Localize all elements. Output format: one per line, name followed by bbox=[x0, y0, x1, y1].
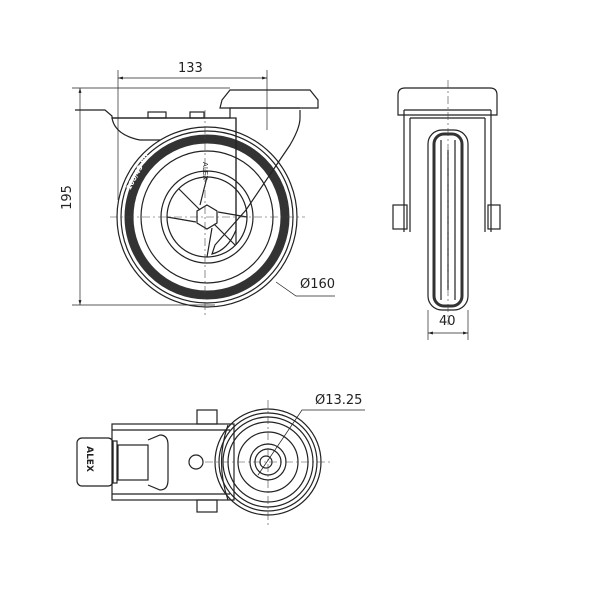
dimension-40: 40 bbox=[439, 314, 456, 329]
axle-bolt-left bbox=[392, 204, 408, 230]
side-view bbox=[72, 70, 335, 315]
bottom-view bbox=[76, 400, 365, 525]
leader-13-25 bbox=[257, 409, 365, 476]
dimension-133: 133 bbox=[178, 61, 203, 76]
axle-nut bbox=[196, 204, 218, 230]
top-plate bbox=[219, 89, 319, 109]
axle-bolt-right bbox=[487, 204, 501, 230]
dimension-195: 195 bbox=[59, 185, 75, 210]
leader-160 bbox=[275, 281, 335, 297]
front-view bbox=[392, 80, 501, 340]
brand-logo-pedal: ALEX bbox=[83, 446, 94, 472]
dimension-diameter-13-25: Ø13.25 bbox=[315, 393, 363, 408]
brand-logo-fork: ALEX bbox=[200, 162, 209, 180]
brake-pedal bbox=[76, 437, 114, 487]
dimension-diameter-160: Ø160 bbox=[300, 277, 336, 292]
